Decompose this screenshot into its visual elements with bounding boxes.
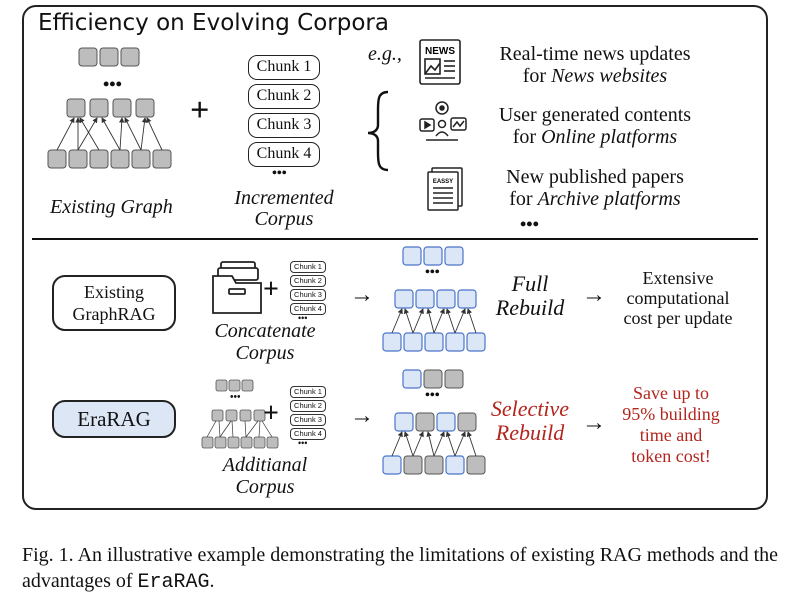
result2-line4: token cost! (631, 446, 711, 466)
row2-selective-graph-ellipsis: ••• (425, 388, 440, 403)
row2-mini-chunk-1: Chunk 1 (290, 386, 326, 398)
caption-text: Fig. 1. An illustrative example demonstr… (22, 544, 779, 592)
row1-mini-chunk-2: Chunk 2 (290, 275, 326, 287)
caption-period: . (209, 570, 215, 592)
row2-mini-chunk-4: Chunk 4 (290, 428, 326, 440)
additional-corpus-graph (201, 379, 279, 449)
row2-graph-ellipsis-top: ••• (230, 392, 241, 403)
concatenate-corpus-label: Concatenate Corpus (200, 320, 330, 364)
result2-line3: time and (639, 425, 703, 445)
existing-graph-ellipsis: ••• (103, 74, 122, 94)
example-news-line2: for News websites (522, 65, 668, 87)
existing-graph-diagram (47, 47, 172, 169)
row1-mini-chunk-4: Chunk 4 (290, 303, 326, 315)
example-papers-line2: for Archive platforms (509, 188, 681, 210)
row1-plus-sign: + (263, 274, 279, 305)
row2-mini-ellipsis: ••• (298, 438, 308, 448)
example-ugc-line1: User generated contents (498, 104, 692, 126)
concatenate-line1: Concatenate (214, 320, 316, 342)
chunk-2: Chunk 2 (248, 84, 320, 109)
selective-rebuild-label: Selective Rebuild (480, 397, 580, 445)
example-news-line1: Real-time news updates (499, 43, 691, 65)
figure-title: Efficiency on Evolving Corpora (38, 10, 389, 36)
incremented-label-line1: Incremented (234, 187, 334, 209)
result1-line1: Extensive (642, 268, 714, 288)
additional-corpus-label: Additianal Corpus (205, 454, 325, 498)
main-figure-frame (22, 5, 768, 510)
row2-arrow-2: → (582, 410, 606, 436)
chunks-ellipsis: ••• (272, 166, 287, 181)
full-rebuild-graph (382, 246, 486, 352)
result2-line2: 95% building (622, 404, 720, 424)
row2-arrow-1: → (350, 403, 374, 429)
example-ugc: User generated contents for Online platf… (480, 104, 710, 148)
paper-icon (427, 167, 463, 211)
row1-mini-chunk-1: Chunk 1 (290, 261, 326, 273)
result1-line3: cost per update (623, 308, 733, 328)
newspaper-icon-text: NEWS (425, 46, 455, 57)
chunk-4: Chunk 4 (248, 142, 320, 167)
selective-line1: Selective (490, 396, 570, 421)
chunk-1: Chunk 1 (248, 55, 320, 80)
additional-line2: Corpus (235, 476, 295, 498)
full-rebuild-result: Extensive computational cost per update (608, 268, 748, 328)
eg-label: e.g., (368, 43, 402, 65)
row1-mini-ellipsis: ••• (298, 313, 308, 323)
example-ugc-line2: for Online platforms (512, 126, 678, 148)
row1-arrow-2: → (582, 282, 606, 308)
erarag-box: EraRAG (52, 400, 176, 438)
selective-rebuild-graph (382, 369, 486, 475)
curly-brace (367, 90, 389, 172)
example-news: Real-time news updates for News websites (480, 43, 710, 87)
selective-rebuild-result: Save up to 95% building time and token c… (612, 383, 730, 467)
user-content-icon (419, 101, 467, 141)
existing-graphrag-line1: Existing (83, 282, 144, 302)
newspaper-icon (419, 39, 461, 85)
result1-line2: computational (626, 288, 730, 308)
folder-icon (212, 261, 262, 314)
plus-sign: + (190, 92, 210, 129)
selective-line2: Rebuild (495, 420, 565, 445)
row2-mini-chunk-2: Chunk 2 (290, 400, 326, 412)
caption-erarag: EraRAG (137, 571, 210, 594)
examples-more-ellipsis: ••• (520, 214, 539, 234)
full-rebuild-label: Full Rebuild (488, 272, 572, 320)
incremented-corpus-label: Incremented Corpus (222, 188, 346, 230)
row1-mini-chunk-3: Chunk 3 (290, 289, 326, 301)
chunk-3: Chunk 3 (248, 113, 320, 138)
example-papers: New published papers for Archive platfor… (480, 166, 710, 210)
row1-graph-ellipsis: ••• (425, 265, 440, 280)
result2-line1: Save up to (633, 383, 709, 403)
full-rebuild-line2: Rebuild (495, 295, 565, 320)
example-papers-line1: New published papers (506, 166, 684, 188)
incremented-label-line2: Corpus (254, 208, 314, 230)
existing-graphrag-line2: GraphRAG (72, 304, 156, 324)
additional-line1: Additianal (222, 454, 308, 476)
existing-graph-label: Existing Graph (50, 196, 173, 218)
figure-caption: Fig. 1. An illustrative example demonstr… (22, 542, 782, 596)
row2-plus-sign: + (263, 398, 279, 429)
concatenate-line2: Corpus (235, 342, 295, 364)
full-rebuild-line1: Full (511, 271, 549, 296)
existing-graphrag-box: Existing GraphRAG (52, 275, 176, 331)
row1-arrow-1: → (350, 282, 374, 308)
paper-icon-text: EASSY (433, 179, 453, 185)
row2-mini-chunk-3: Chunk 3 (290, 414, 326, 426)
